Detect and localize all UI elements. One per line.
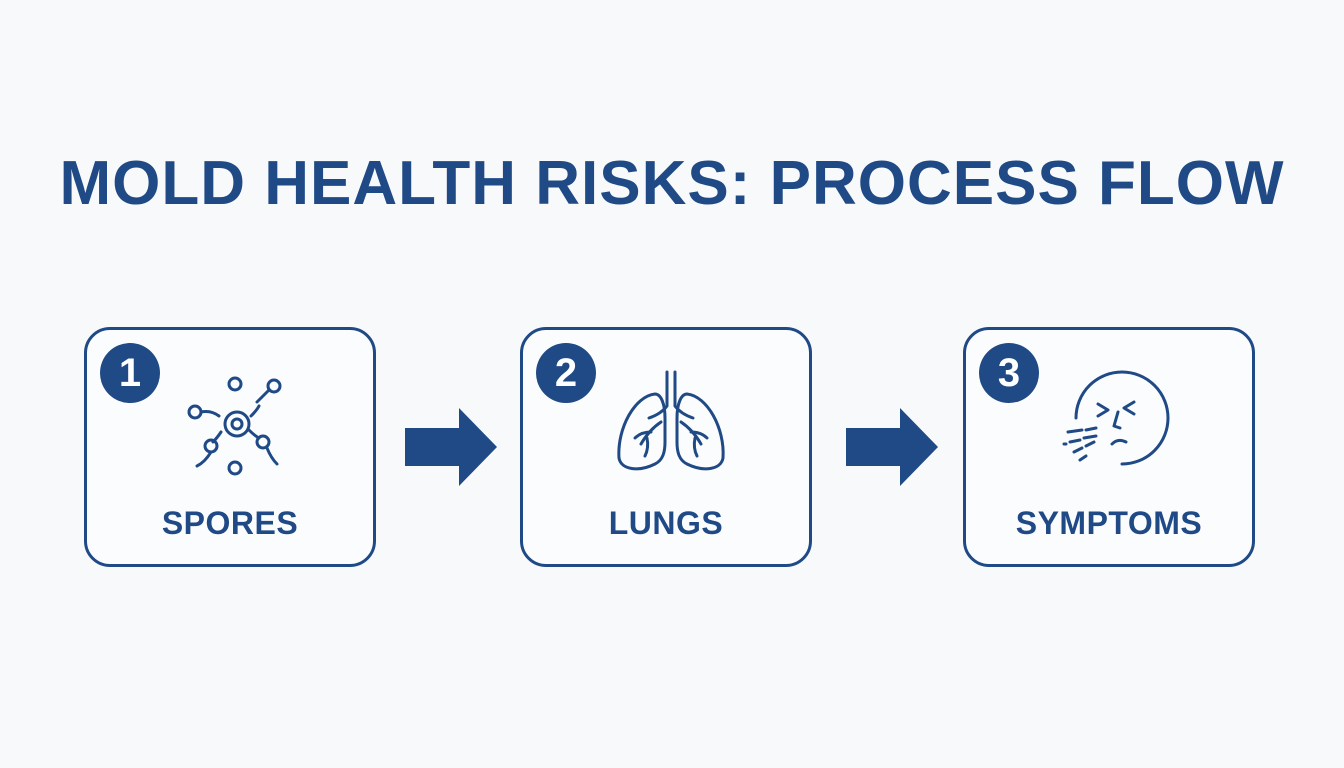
step-label: SPORES [161, 505, 299, 541]
step-box-spores: 1 SPORES [84, 327, 376, 567]
arrow-right-icon [846, 408, 938, 486]
step-number-badge: 3 [979, 343, 1039, 403]
spores-icon [183, 366, 283, 476]
step-number-badge: 1 [100, 343, 160, 403]
arrow-right-icon [405, 408, 497, 486]
diagram-title: MOLD HEALTH RISKS: PROCESS FLOW [59, 149, 1285, 218]
step-box-symptoms: 3 SYMPTOMS [963, 327, 1255, 567]
lungs-icon [611, 366, 731, 476]
step-box-lungs: 2 LUNGS [520, 327, 812, 567]
sneezing-face-icon [1062, 366, 1172, 476]
step-label: SYMPTOMS [1015, 505, 1203, 541]
step-number-badge: 2 [536, 343, 596, 403]
step-label: LUNGS [608, 505, 724, 541]
